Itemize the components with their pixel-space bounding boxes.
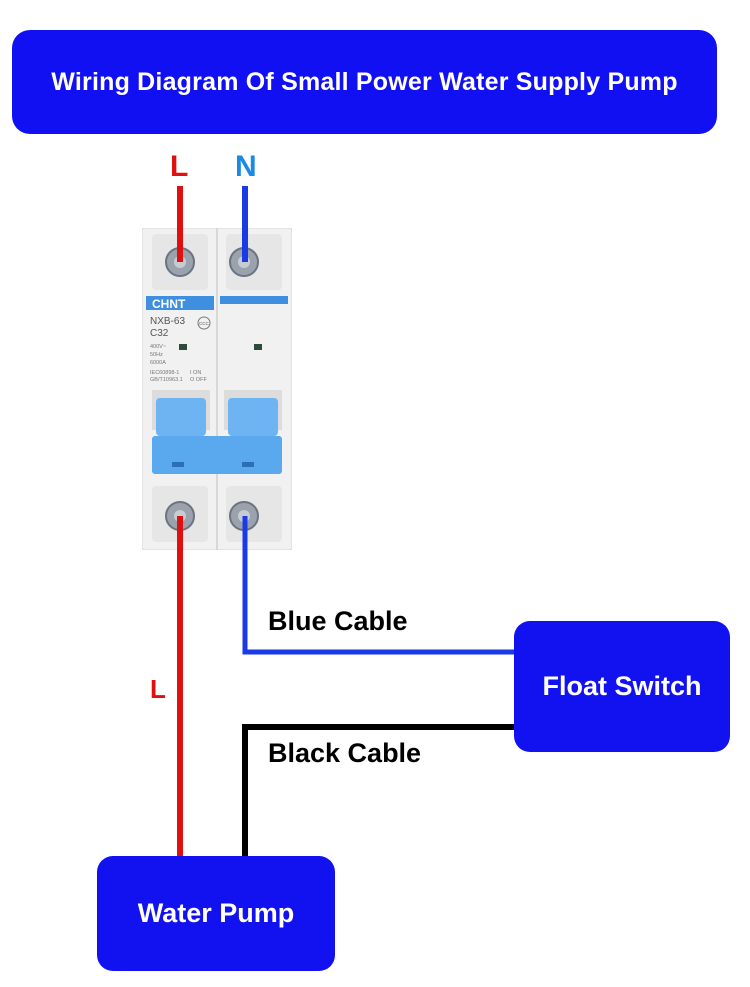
ccc-mark: CCC <box>199 321 209 326</box>
float-switch-box: Float Switch <box>514 621 730 752</box>
right-toggle-lever[interactable] <box>228 398 278 436</box>
black-cable-wire <box>242 724 516 858</box>
title-banner: Wiring Diagram Of Small Power Water Supp… <box>12 30 717 134</box>
breaker-spec-1: 400V~ <box>150 344 166 350</box>
breaker-on-mark: I ON <box>190 370 201 376</box>
float-switch-label: Float Switch <box>542 671 702 701</box>
right-indicator-window <box>254 344 262 350</box>
breaker-rating: C32 <box>150 328 169 339</box>
breaker-spec-2: 50Hz <box>150 352 163 358</box>
breaker-spec-5: GB/T10963.1 <box>150 377 183 383</box>
breaker-spec-4: IEC60898-1 <box>150 370 179 376</box>
black-cable-label: Black Cable <box>268 738 422 768</box>
breaker-spec-3: 6000A <box>150 360 166 366</box>
live-label-mid: L <box>150 674 166 704</box>
blue-cable-wire <box>242 516 516 655</box>
left-indicator-window <box>179 344 187 350</box>
live-label-top: L <box>170 150 189 183</box>
water-pump-label: Water Pump <box>137 898 295 928</box>
blue-cable-label: Blue Cable <box>268 606 408 636</box>
breaker-model: NXB-63 <box>150 316 185 327</box>
breaker-off-mark: O OFF <box>190 377 207 383</box>
left-toggle-lever[interactable] <box>156 398 206 436</box>
water-pump-box: Water Pump <box>97 856 335 971</box>
breaker-brand: CHNT <box>152 297 186 311</box>
neutral-label-top: N <box>235 150 257 183</box>
diagram-title: Wiring Diagram Of Small Power Water Supp… <box>51 67 678 96</box>
